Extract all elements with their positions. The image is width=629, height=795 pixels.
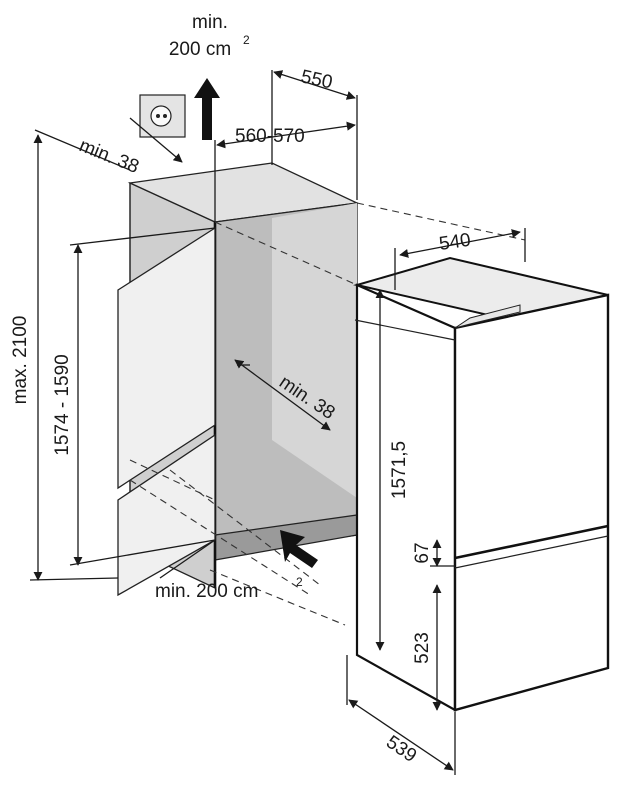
hidden-lines bbox=[129, 202, 526, 626]
vent-bottom-sup: 2 bbox=[296, 575, 303, 589]
vent-top-label-sup: 2 bbox=[243, 33, 250, 47]
appliance-width-label: 540 bbox=[438, 230, 472, 255]
vent-top-label-line1: min. bbox=[192, 12, 228, 33]
arrow-up-icon bbox=[194, 78, 220, 140]
appliance-height-label: 1571,5 bbox=[389, 441, 410, 499]
max-height-label: max. 2100 bbox=[10, 316, 31, 405]
side-min-label: min. 38 bbox=[76, 135, 142, 178]
niche-depth-label: 560-570 bbox=[235, 126, 305, 147]
depth-550-label: 550 bbox=[299, 66, 334, 93]
power-socket-icon bbox=[139, 94, 186, 138]
cabinet-doors bbox=[117, 226, 216, 597]
niche-height-label: 1574 - 1590 bbox=[52, 354, 73, 455]
vent-bottom-label: min. 200 cm bbox=[155, 581, 258, 602]
lower-height-label: 523 bbox=[412, 632, 433, 664]
gap-67-label: 67 bbox=[412, 542, 433, 563]
dimension-lines bbox=[29, 70, 526, 775]
vent-top-label-area: 200 cm bbox=[169, 39, 231, 60]
appliance-depth-label: 539 bbox=[382, 732, 420, 767]
arrow-in-icon bbox=[280, 530, 318, 568]
